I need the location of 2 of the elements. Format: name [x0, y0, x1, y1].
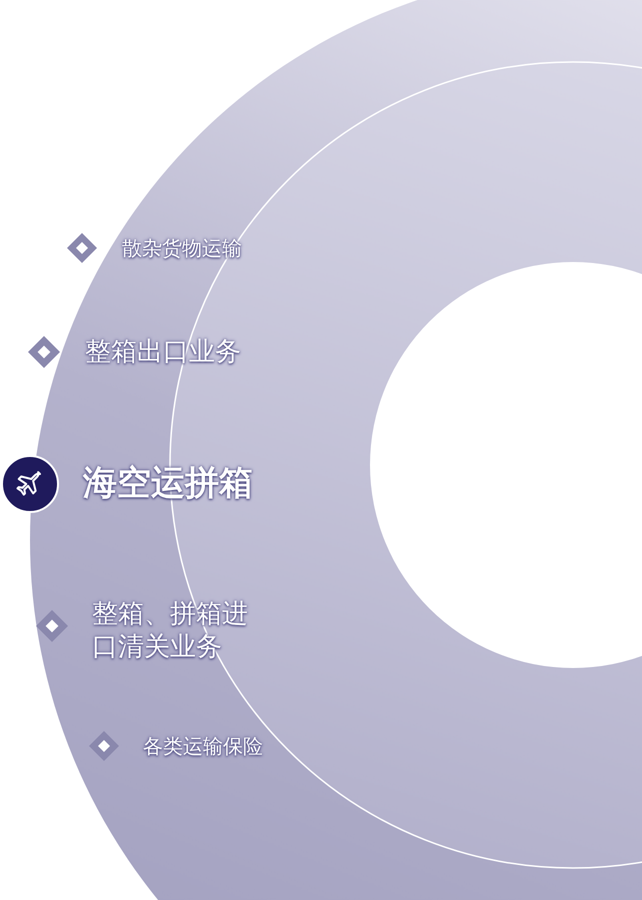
menu-item-label: 各类运输保险 [143, 734, 264, 759]
menu-item-label: 整箱出口业务 [85, 336, 242, 368]
